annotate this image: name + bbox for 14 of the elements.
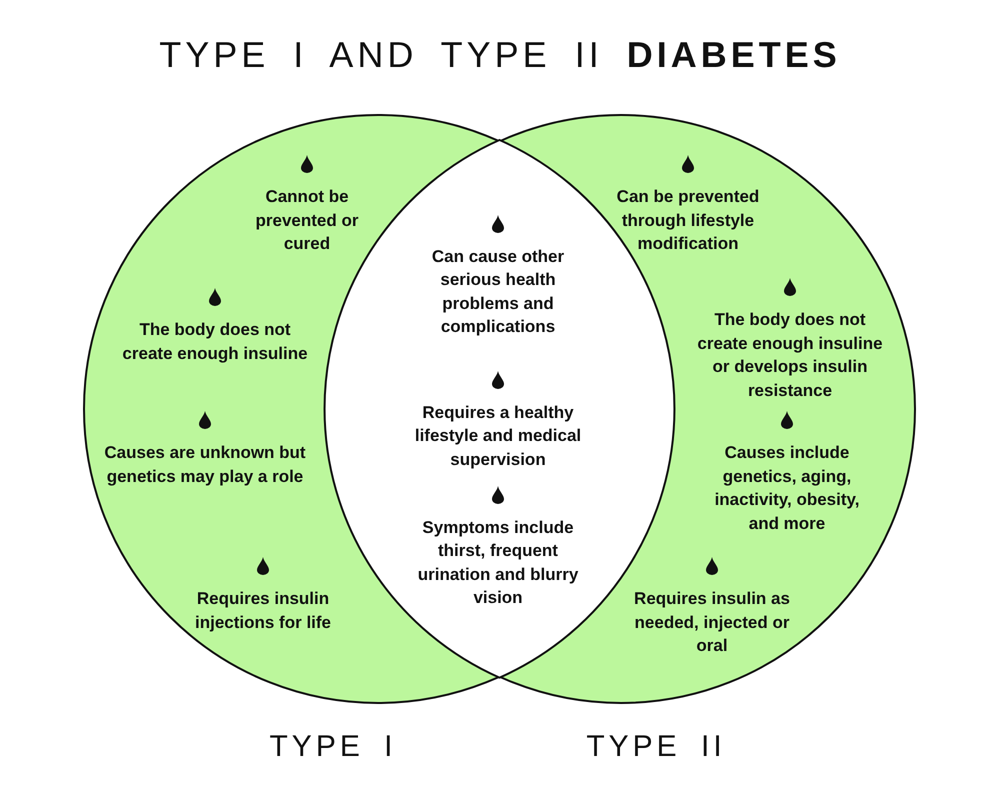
statement-text: Can cause other serious health problems and complications: [430, 246, 566, 338]
circle-heading: TYPE I: [268, 730, 398, 764]
statement-text: Can be prevented through lifestyle modification: [616, 186, 760, 255]
statement-text: Requires a healthy lifestyle and medical supervision: [414, 402, 582, 471]
statement-text: Causes include genetics, aging, inactivity, obesity, and more: [714, 442, 860, 534]
statement-text: The body does not create enough insuline or develops insulin resistance: [696, 309, 884, 402]
circle-heading: TYPE II: [585, 730, 727, 764]
statement-text: Causes are unknown but genetics may play a role: [103, 442, 307, 488]
diagram-title: TYPE I AND TYPE II DIABETES: [158, 34, 842, 76]
statement-text: Symptoms include thirst, frequent urination and blurry vision: [416, 516, 580, 610]
statement-text: Requires insulin as needed, injected or oral: [633, 588, 791, 657]
statement-text: Requires insulin injections for life: [194, 588, 332, 634]
statement-text: Cannot be prevented or cured: [254, 186, 360, 255]
statement-text: The body does not create enough insuline: [121, 319, 309, 365]
